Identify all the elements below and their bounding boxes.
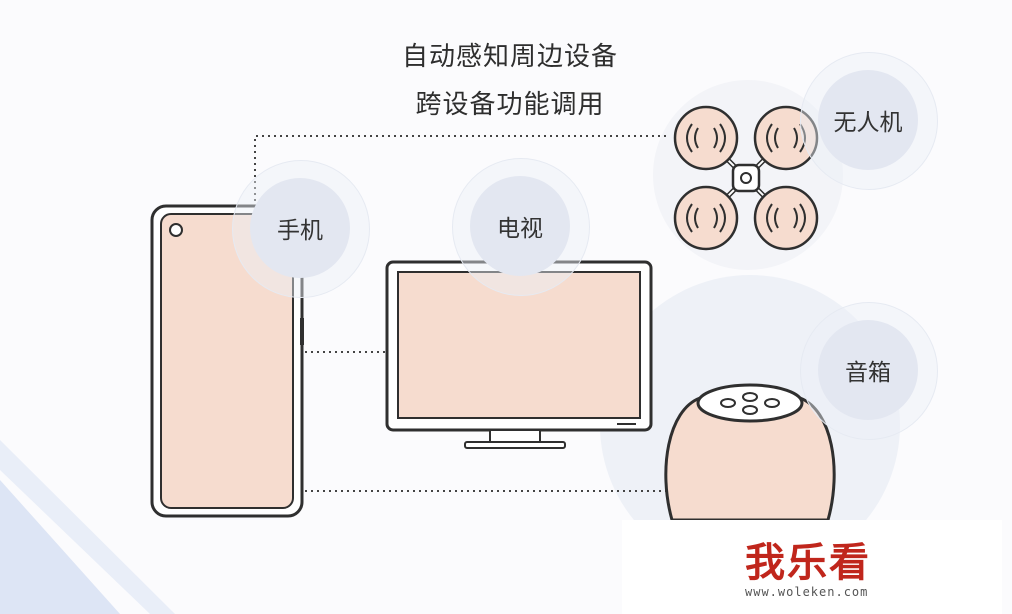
- watermark-url: www.woleken.com: [745, 585, 869, 599]
- corner-stripe: [0, 480, 120, 614]
- phone-camera-icon: [169, 223, 183, 237]
- tv-illustration: [385, 260, 653, 449]
- speaker-label-bubble: 音箱: [818, 320, 918, 420]
- phone-label-bubble: 手机: [250, 178, 350, 278]
- watermark-panel: [622, 520, 1002, 614]
- corner-stripe-light: [0, 440, 175, 614]
- headline-line-2: 跨设备功能调用: [415, 90, 605, 120]
- connector-lines: [254, 135, 668, 492]
- watermark-brand: 我乐看: [745, 540, 871, 586]
- headline-line-1: 自动感知周边设备: [401, 42, 618, 72]
- speaker-illustration: [664, 383, 836, 522]
- speaker-buttons: [720, 392, 780, 415]
- drone-label-bubble: 无人机: [818, 70, 918, 170]
- tv-label-bubble: 电视: [470, 176, 570, 276]
